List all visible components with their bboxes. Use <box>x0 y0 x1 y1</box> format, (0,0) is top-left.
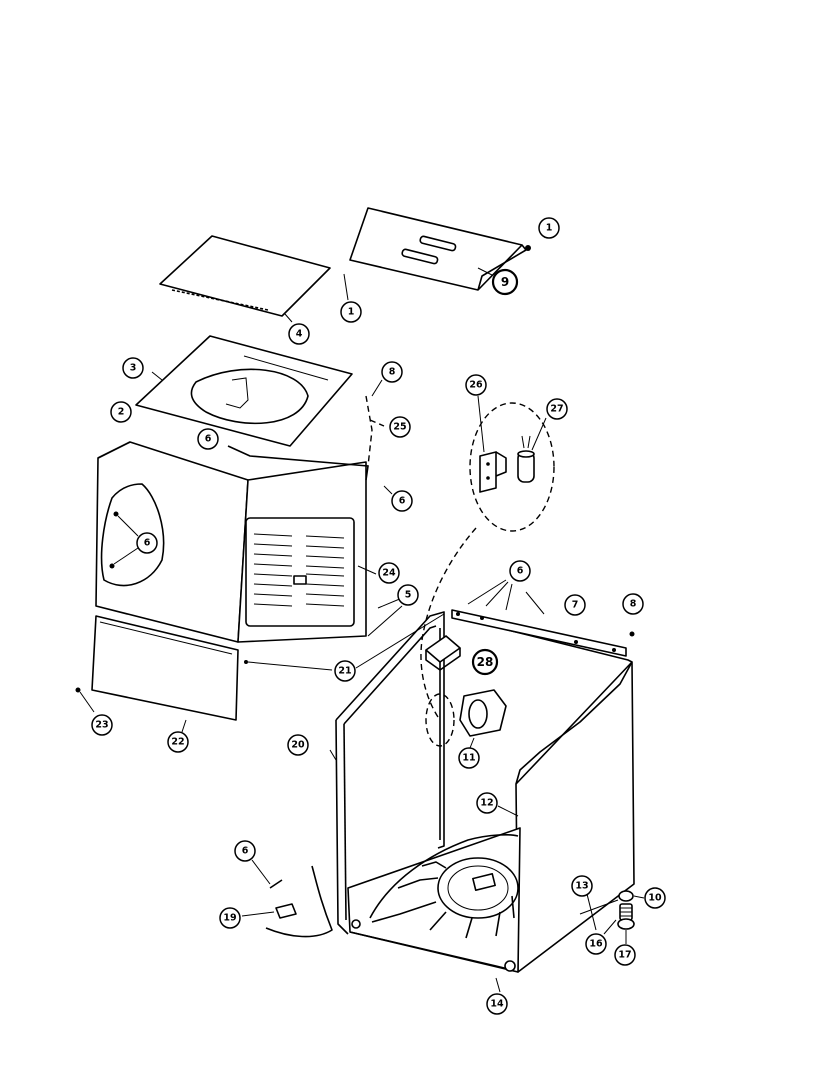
svg-text:6: 6 <box>517 566 524 577</box>
svg-text:19: 19 <box>223 913 236 924</box>
svg-text:27: 27 <box>550 404 563 415</box>
callout-6d: 6 <box>509 560 531 582</box>
part-door-frame <box>335 611 445 935</box>
callout-8b: 8 <box>622 593 644 615</box>
callout-22: 22 <box>167 731 189 753</box>
callout-7: 7 <box>564 594 586 616</box>
svg-text:21: 21 <box>338 666 351 677</box>
callout-4: 4 <box>288 323 310 345</box>
callout-17: 17 <box>614 944 636 966</box>
callout-28: 28 <box>471 648 499 676</box>
callout-2: 2 <box>110 401 132 423</box>
svg-text:6: 6 <box>144 538 151 549</box>
part-main-cabinet <box>347 615 635 973</box>
callout-16: 16 <box>585 933 607 955</box>
svg-text:17: 17 <box>618 950 631 961</box>
svg-text:1: 1 <box>546 223 553 234</box>
svg-text:20: 20 <box>291 740 305 751</box>
callout-20: 20 <box>287 734 309 756</box>
svg-text:6: 6 <box>242 846 249 857</box>
callout-21: 21 <box>334 660 356 682</box>
callout-24: 24 <box>378 562 400 584</box>
callout-8a: 8 <box>381 361 403 383</box>
callout-12: 12 <box>476 792 498 814</box>
part-upper-cabinet <box>227 445 393 643</box>
callout-labels: 1 1 9 4 3 8 2 25 6 6 6 26 27 24 5 6 7 8 … <box>91 217 666 1015</box>
svg-text:10: 10 <box>648 893 662 904</box>
callout-26: 26 <box>465 374 487 396</box>
callout-19: 19 <box>219 907 241 929</box>
part-top-lid <box>159 235 349 323</box>
callout-9: 9 <box>491 268 519 296</box>
svg-text:13: 13 <box>575 881 588 892</box>
svg-text:1: 1 <box>348 307 355 318</box>
svg-text:12: 12 <box>480 798 493 809</box>
callout-14: 14 <box>486 993 508 1015</box>
callout-1a: 1 <box>538 217 560 239</box>
svg-text:28: 28 <box>477 655 494 669</box>
callout-10: 10 <box>644 887 666 909</box>
part-hose-clip <box>241 859 333 938</box>
svg-text:16: 16 <box>589 939 603 950</box>
svg-text:9: 9 <box>501 275 509 289</box>
part-cabinet-panel <box>95 441 249 643</box>
part-kick-panel <box>75 615 333 733</box>
svg-text:5: 5 <box>405 590 412 601</box>
svg-text:11: 11 <box>462 753 475 764</box>
svg-text:14: 14 <box>490 999 504 1010</box>
svg-text:25: 25 <box>393 422 406 433</box>
callout-11: 11 <box>458 747 480 769</box>
part-switch-housing <box>459 689 507 749</box>
svg-text:7: 7 <box>572 600 579 611</box>
part-top-rail <box>451 579 635 657</box>
part-leveling-leg <box>603 890 645 944</box>
svg-text:23: 23 <box>95 720 108 731</box>
svg-text:24: 24 <box>382 568 396 579</box>
callout-5: 5 <box>397 584 419 606</box>
svg-text:6: 6 <box>205 434 212 445</box>
callout-25: 25 <box>389 416 411 438</box>
svg-text:8: 8 <box>630 599 637 610</box>
svg-text:6: 6 <box>399 496 406 507</box>
svg-text:3: 3 <box>130 363 137 374</box>
callout-27: 27 <box>546 398 568 420</box>
callout-6a: 6 <box>197 428 219 450</box>
part-console-cover <box>349 207 546 291</box>
part-capacitor-bracket <box>477 395 507 493</box>
callout-3: 3 <box>122 357 144 379</box>
callout-1b: 1 <box>340 301 362 323</box>
callout-6b: 6 <box>391 490 413 512</box>
svg-text:8: 8 <box>389 367 396 378</box>
part-top-panel <box>135 335 353 447</box>
callout-6c: 6 <box>136 532 158 554</box>
svg-text:22: 22 <box>171 737 184 748</box>
callout-23: 23 <box>91 714 113 736</box>
part-capacitor <box>517 417 547 483</box>
part-rear-bracket <box>365 379 385 467</box>
callout-13: 13 <box>571 875 593 897</box>
leader-lines <box>329 597 619 993</box>
svg-text:2: 2 <box>118 407 125 418</box>
svg-text:26: 26 <box>469 380 483 391</box>
svg-text:4: 4 <box>296 329 303 340</box>
callout-6e: 6 <box>234 840 256 862</box>
part-bracket-28 <box>425 635 461 671</box>
